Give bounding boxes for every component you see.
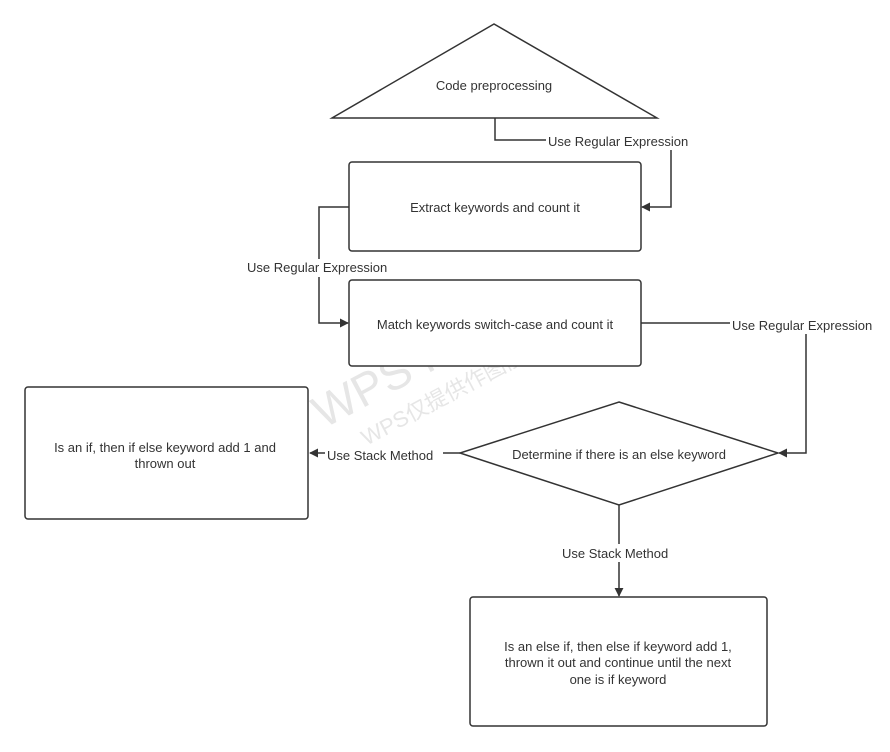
edge-preprocess-to-extract[interactable]: Use Regular Expression xyxy=(494,118,694,212)
process-box xyxy=(469,596,768,727)
node-label-line-2: thrown it out and continue until the nex… xyxy=(505,655,732,670)
node-if-result[interactable]: Is an if, then if else keyword add 1 and… xyxy=(24,386,309,520)
node-extract-keywords[interactable]: Extract keywords and count it xyxy=(348,161,642,252)
node-match-keywords[interactable]: Match keywords switch-case and count it xyxy=(348,279,642,367)
label-background xyxy=(245,259,393,277)
node-label-line-1: Is an else if, then else if keyword add … xyxy=(504,639,732,654)
process-box xyxy=(24,386,309,520)
node-label: Extract keywords and count it xyxy=(410,200,580,215)
node-label-line-2: thrown out xyxy=(135,456,196,471)
edge-extract-to-match[interactable]: Use Regular Expression xyxy=(245,206,393,328)
node-else-result[interactable]: Is an else if, then else if keyword add … xyxy=(469,596,768,727)
edge-label: Use Regular Expression xyxy=(732,318,872,333)
triangle-shape xyxy=(329,23,660,119)
label-background xyxy=(546,132,694,150)
node-label: Code preprocessing xyxy=(436,78,552,93)
edge-match-to-decision[interactable]: Use Regular Expression xyxy=(641,316,880,458)
node-label: Match keywords switch-case and count it xyxy=(377,317,614,332)
node-code-preprocessing[interactable]: Code preprocessing xyxy=(329,23,660,119)
node-label-line-3: one is if keyword xyxy=(570,672,667,687)
label-background xyxy=(560,544,680,562)
edge-decision-to-else[interactable]: Use Stack Method xyxy=(560,505,680,597)
edge-label: Use Regular Expression xyxy=(247,260,387,275)
label-background xyxy=(730,316,880,334)
edge-label: Use Stack Method xyxy=(562,546,668,561)
label-background xyxy=(325,446,443,464)
edge-label: Use Stack Method xyxy=(327,448,433,463)
node-label: Determine if there is an else keyword xyxy=(512,447,726,462)
connector-line xyxy=(641,322,807,458)
node-decision-else[interactable]: Determine if there is an else keyword xyxy=(457,401,781,506)
edge-label: Use Regular Expression xyxy=(548,134,688,149)
node-label-line-1: Is an if, then if else keyword add 1 and xyxy=(54,440,276,455)
edge-decision-to-if[interactable]: Use Stack Method xyxy=(309,446,460,464)
